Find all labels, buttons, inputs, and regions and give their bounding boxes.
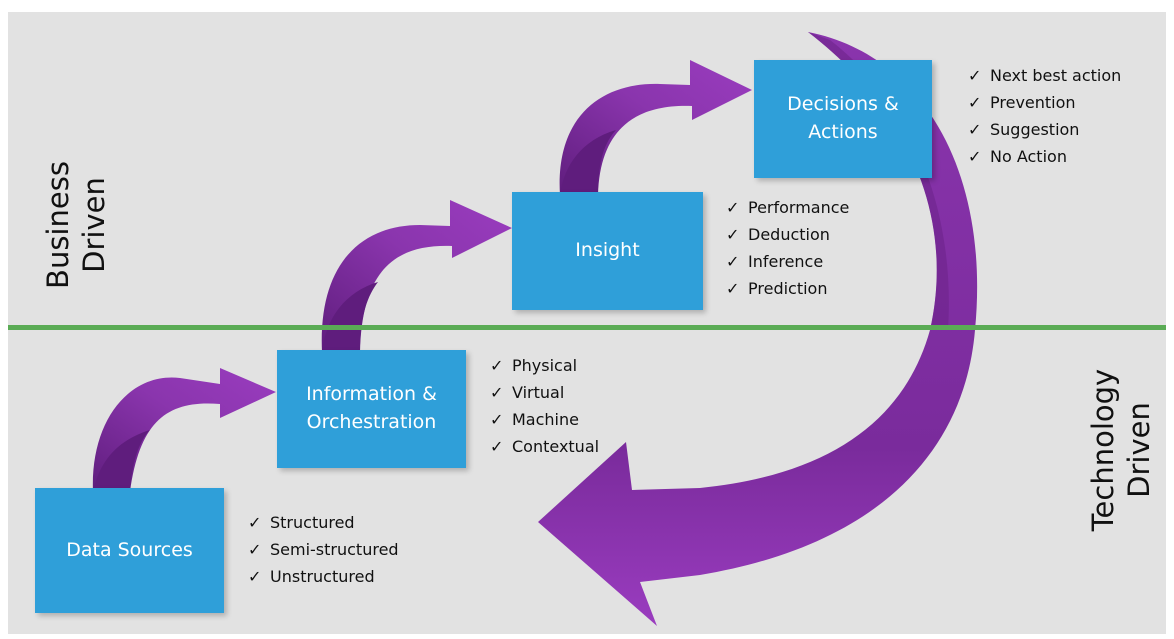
decisions-checklist: ✓Next best action ✓Prevention ✓Suggestio… [968,62,1121,170]
business-driven-line2: Driven [77,177,112,273]
data-sources-checklist: ✓Structured ✓Semi-structured ✓Unstructur… [248,509,399,590]
list-item: ✓No Action [968,143,1121,170]
return-loop-arrow [538,32,978,626]
information-checklist: ✓Physical ✓Virtual ✓Machine ✓Contextual [490,352,599,460]
check-icon: ✓ [968,66,982,85]
list-item: ✓Performance [726,194,849,221]
list-item: ✓Prevention [968,89,1121,116]
information-title-line1: Information & [306,383,437,406]
list-item: ✓Virtual [490,379,599,406]
arrow-insight-to-decisions [559,60,752,195]
check-icon: ✓ [490,410,504,429]
check-icon: ✓ [490,383,504,402]
technology-driven-line2: Driven [1122,402,1157,498]
arrow-data-twist [93,430,150,492]
list-item: ✓Machine [490,406,599,433]
list-item: ✓Deduction [726,221,849,248]
data-sources-title: Data Sources [66,538,193,561]
insight-title: Insight [575,239,640,262]
decisions-title-line2: Actions [808,121,878,143]
list-item: ✓Semi-structured [248,536,399,563]
list-item: ✓Structured [248,509,399,536]
arrow-information-to-insight [321,200,512,352]
check-icon: ✓ [248,540,262,559]
list-item: ✓Inference [726,248,849,275]
list-item: ✓Suggestion [968,116,1121,143]
technology-driven-line1: Technology [1086,368,1120,532]
check-icon: ✓ [968,120,982,139]
check-icon: ✓ [490,356,504,375]
check-icon: ✓ [968,147,982,166]
check-icon: ✓ [248,567,262,586]
list-item: ✓Prediction [726,275,849,302]
arrow-data-to-information [92,368,277,492]
check-icon: ✓ [726,225,740,244]
list-item: ✓Next best action [968,62,1121,89]
cropped-heading-strip: ​ [0,0,1174,12]
data-sources-box: Data Sources [35,488,224,613]
list-item: ✓Contextual [490,433,599,460]
check-icon: ✓ [726,279,740,298]
check-icon: ✓ [726,252,740,271]
business-driven-label: Business Driven [40,135,120,315]
decisions-title-line1: Decisions & [787,93,899,116]
list-item: ✓Physical [490,352,599,379]
technology-driven-label: Technology Driven [1085,335,1165,565]
insight-checklist: ✓Performance ✓Deduction ✓Inference ✓Pred… [726,194,849,302]
check-icon: ✓ [248,513,262,532]
arrow-information-twist [322,282,378,352]
insight-box: Insight [512,192,703,310]
list-item: ✓Unstructured [248,563,399,590]
check-icon: ✓ [968,93,982,112]
check-icon: ✓ [490,437,504,456]
arrow-insight-twist [560,130,616,195]
information-title-line2: Orchestration [306,411,437,433]
information-orchestration-box: Information & Orchestration [277,350,466,468]
business-technology-divider [8,325,1166,330]
check-icon: ✓ [726,198,740,217]
decisions-actions-box: Decisions & Actions [754,60,932,178]
business-driven-line1: Business [41,161,75,289]
